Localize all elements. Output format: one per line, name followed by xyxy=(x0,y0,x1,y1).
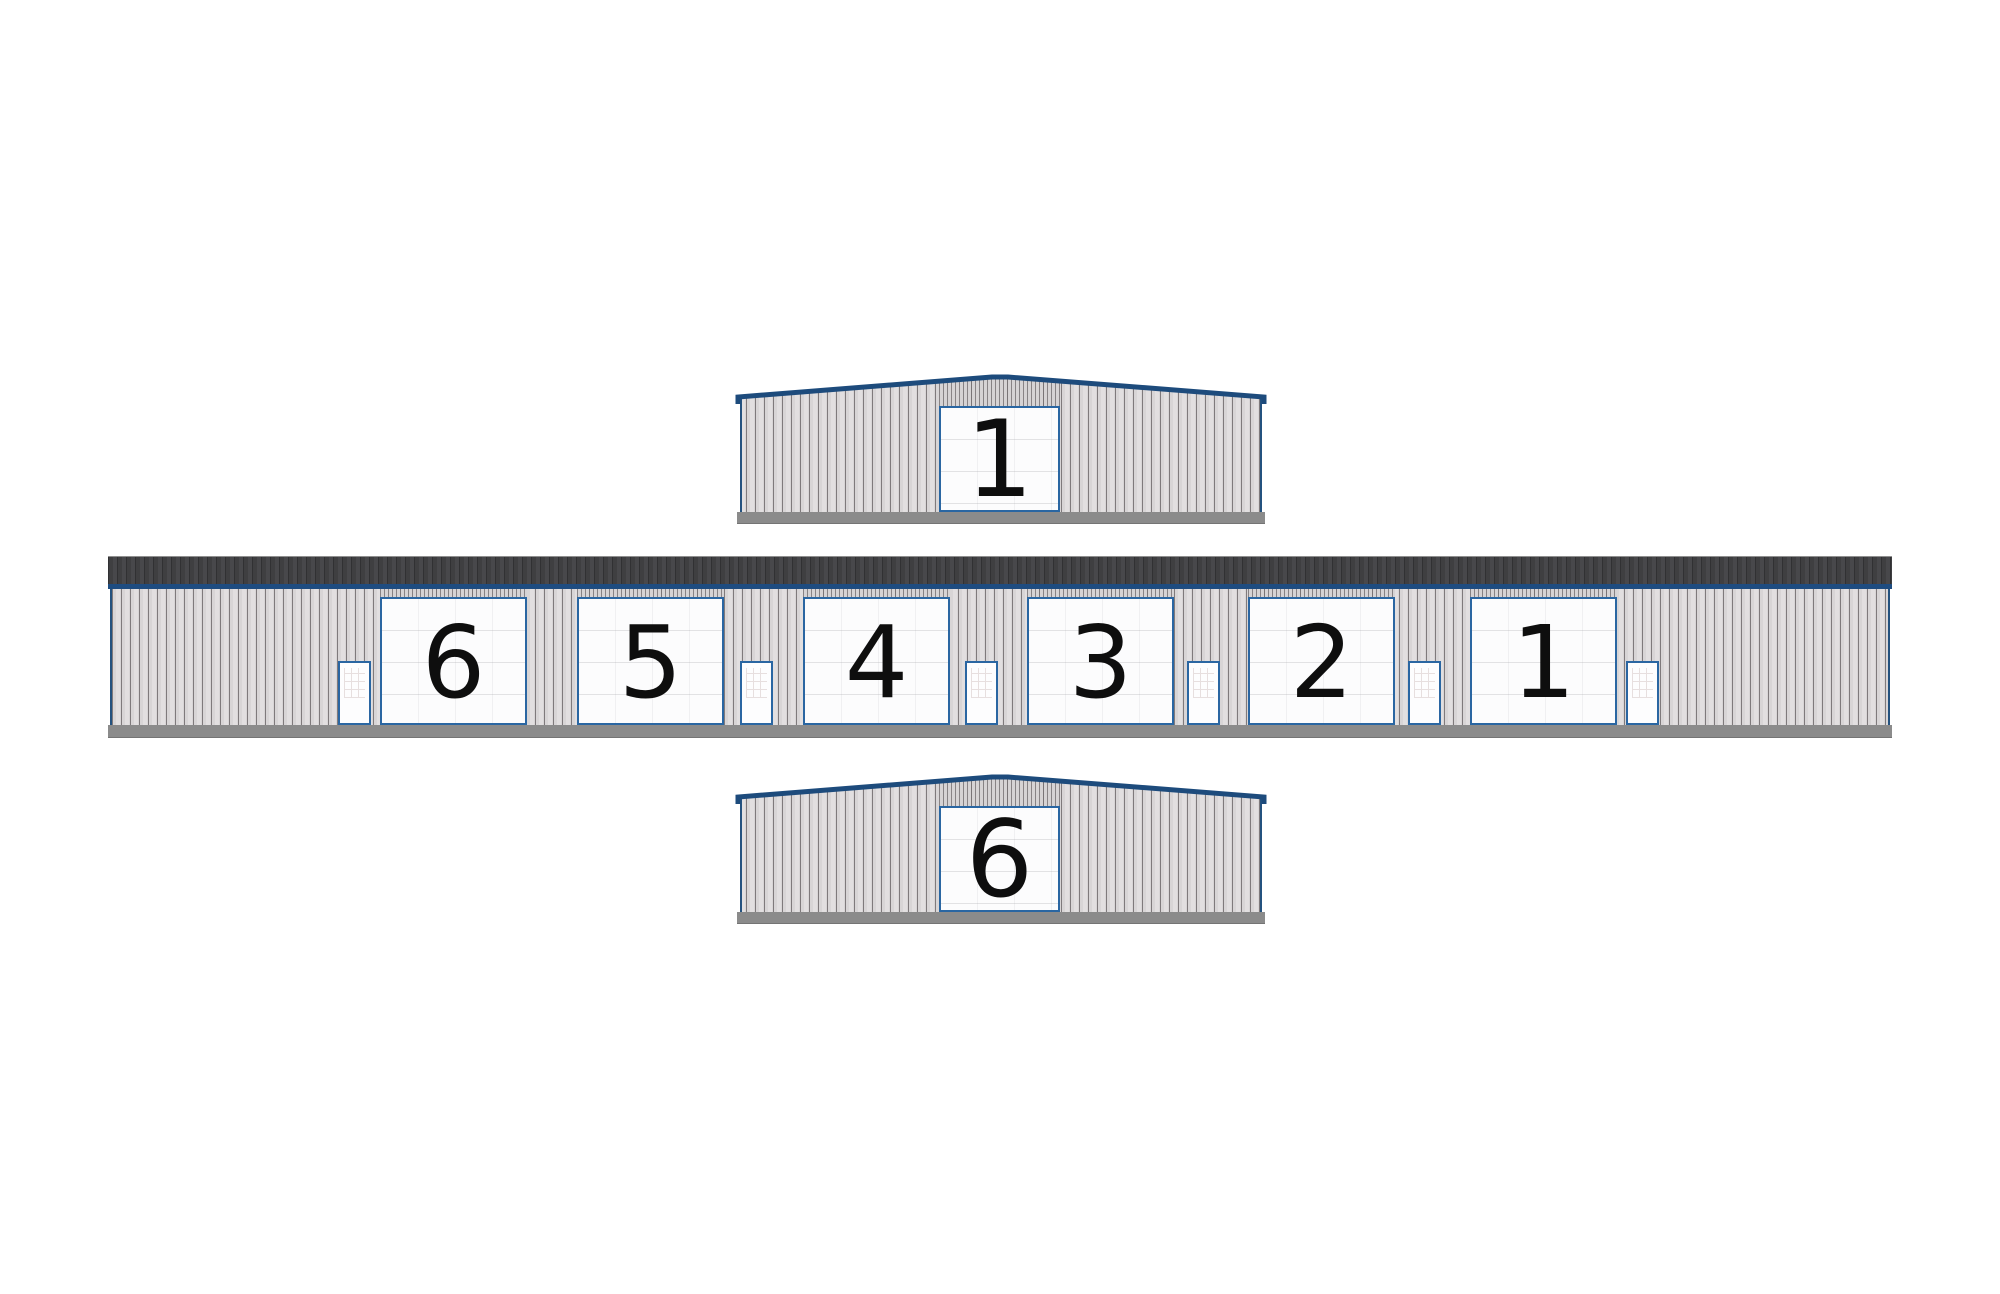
siding-strip-above-door xyxy=(577,589,724,597)
siding-strip-above-door xyxy=(380,589,527,597)
wall-corner-trim-left xyxy=(740,395,742,512)
man-door-unit-1 xyxy=(1626,661,1659,725)
overhead-door-unit-3: 3 xyxy=(1027,597,1174,725)
siding-strip-above-door xyxy=(803,589,950,597)
foundation xyxy=(737,512,1265,524)
front-gable-elevation: 1 xyxy=(735,371,1267,524)
door-window xyxy=(971,668,992,698)
door-number: 1 xyxy=(1511,604,1576,721)
door-number: 2 xyxy=(1289,604,1354,721)
overhead-door-unit-4: 4 xyxy=(803,597,950,725)
overhead-door-unit-2: 2 xyxy=(1248,597,1395,725)
overhead-door-unit-1: 1 xyxy=(939,398,1060,521)
door-number: 5 xyxy=(618,604,683,721)
door-number: 4 xyxy=(844,604,909,721)
overhead-door-unit-6: 6 xyxy=(380,597,527,725)
door-number: 6 xyxy=(421,604,486,721)
man-door-unit-3 xyxy=(1187,661,1220,725)
roof-trim xyxy=(735,374,1267,404)
overhead-door-unit-6: 6 xyxy=(939,798,1060,921)
man-door-unit-6 xyxy=(338,661,371,725)
wall-corner-trim-right xyxy=(1260,395,1262,512)
overhead-door-unit-5: 5 xyxy=(577,597,724,725)
man-door-unit-4 xyxy=(965,661,998,725)
man-door-unit-2 xyxy=(1408,661,1441,725)
overhead-door-unit-1: 1 xyxy=(1470,597,1617,725)
siding-strip-above-door xyxy=(1027,589,1174,597)
door-window xyxy=(1414,668,1435,698)
rear-gable-elevation: 6 xyxy=(735,771,1267,924)
door-window xyxy=(344,668,365,698)
wall-corner-trim-left xyxy=(740,795,742,912)
door-window xyxy=(746,668,767,698)
foundation xyxy=(737,912,1265,924)
roof-band xyxy=(108,556,1892,584)
door-window xyxy=(1193,668,1214,698)
siding-strip-above-door xyxy=(1248,589,1395,597)
foundation xyxy=(108,725,1892,738)
roof-trim xyxy=(735,774,1267,804)
side-wall xyxy=(110,589,1890,725)
door-number: 3 xyxy=(1068,604,1133,721)
eave-trim xyxy=(108,584,1892,589)
door-number: 6 xyxy=(965,797,1034,921)
man-door-unit-5 xyxy=(740,661,773,725)
siding-strip-above-door xyxy=(1470,589,1617,597)
side-elevation: 6 5 4 3 2 1 xyxy=(108,556,1892,738)
door-number: 1 xyxy=(965,397,1034,521)
door-window xyxy=(1632,668,1653,698)
wall-corner-trim-right xyxy=(1260,795,1262,912)
